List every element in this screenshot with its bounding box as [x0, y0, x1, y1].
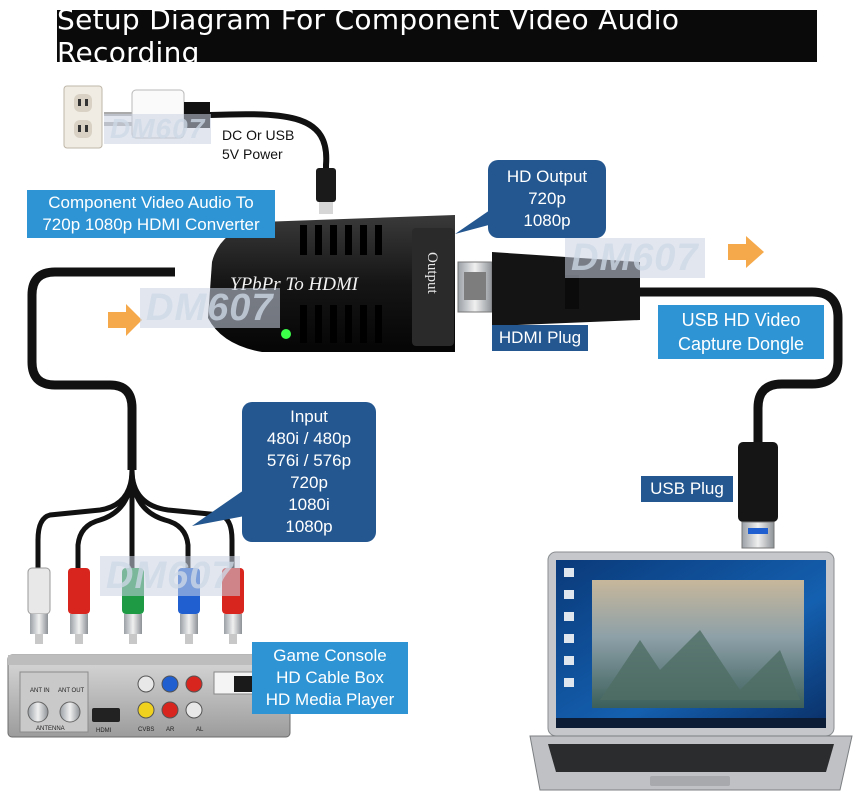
stb-port-cvbs: CVBS: [138, 727, 154, 733]
usb-dongle-label-line-2: Capture Dongle: [677, 334, 805, 354]
stb-port-hdmi: HDMI: [96, 728, 112, 734]
watermark-1: DM607: [104, 114, 212, 144]
source-label-line-1: Game Console: [273, 646, 387, 665]
main-cable-left: [27, 267, 175, 470]
power-label: DC Or USB 5V Power: [222, 126, 294, 164]
usb-dongle-label-line-1: USB HD Video: [681, 310, 801, 330]
usb-plug: [738, 442, 778, 549]
stb-port-al: AL: [196, 727, 204, 733]
watermark-3: DM607: [565, 238, 705, 278]
input-label-line-1: Input: [290, 407, 328, 426]
hd-output-label-line-1: HD Output: [506, 167, 588, 186]
source-label-line-2: HD Cable Box: [276, 668, 384, 687]
stb-port-ant-out: ANT OUT: [58, 688, 85, 694]
input-label-line-5: 1080i: [288, 495, 330, 514]
power-label-line-1: DC Or USB: [222, 127, 295, 143]
source-label: Game Console HD Cable Box HD Media Playe…: [252, 642, 408, 714]
hd-output-label-line-3: 1080p: [523, 211, 571, 230]
rca-breakout-cables: [35, 469, 235, 570]
input-label-line-3: 576i / 576p: [266, 451, 352, 470]
stb-port-ant-in: ANT IN: [30, 688, 50, 694]
rca-plug-red: [68, 568, 90, 644]
status-led: [281, 329, 291, 339]
hd-output-label-line-2: 720p: [528, 189, 566, 208]
laptop: [529, 551, 853, 791]
watermark-4: DM607: [100, 556, 240, 596]
usb-dongle-label: USB HD Video Capture Dongle: [658, 305, 824, 359]
input-label-line-6: 1080p: [285, 517, 333, 536]
usb-plug-label: USB Plug: [641, 476, 733, 502]
input-label: Input 480i / 480p 576i / 576p 720p 1080i…: [242, 402, 376, 542]
arrow-right-icon-2: [728, 236, 764, 268]
input-label-line-4: 720p: [290, 473, 328, 492]
usb-power-plug: [316, 168, 336, 214]
set-top-box: ANT IN ANT OUT ANTENNA HDMI CVBS AR AL: [7, 654, 291, 738]
power-label-line-2: 5V Power: [222, 146, 283, 162]
converter-label-line-1: Component Video Audio To: [48, 193, 254, 212]
hdmi-plug-label: HDMI Plug: [492, 325, 588, 351]
power-cable: [209, 111, 330, 180]
converter-label: Component Video Audio To 720p 1080p HDMI…: [27, 190, 275, 238]
stb-port-antenna: ANTENNA: [36, 726, 65, 732]
watermark-2: DM607: [140, 288, 280, 328]
device-port-text: Output: [424, 252, 440, 295]
converter-label-line-2: 720p 1080p HDMI Converter: [42, 215, 260, 234]
stb-port-ar: AR: [166, 727, 175, 733]
wall-outlet: [63, 85, 103, 149]
source-label-line-3: HD Media Player: [265, 690, 395, 709]
rca-plug-white: [27, 567, 51, 644]
arrow-icons: [108, 236, 764, 336]
hd-output-label: HD Output 720p 1080p: [488, 160, 606, 238]
arrow-right-icon: [108, 304, 142, 336]
main-cable-right: [640, 287, 843, 445]
input-label-line-2: 480i / 480p: [266, 429, 352, 448]
input-bubble-pointer: [192, 490, 250, 526]
